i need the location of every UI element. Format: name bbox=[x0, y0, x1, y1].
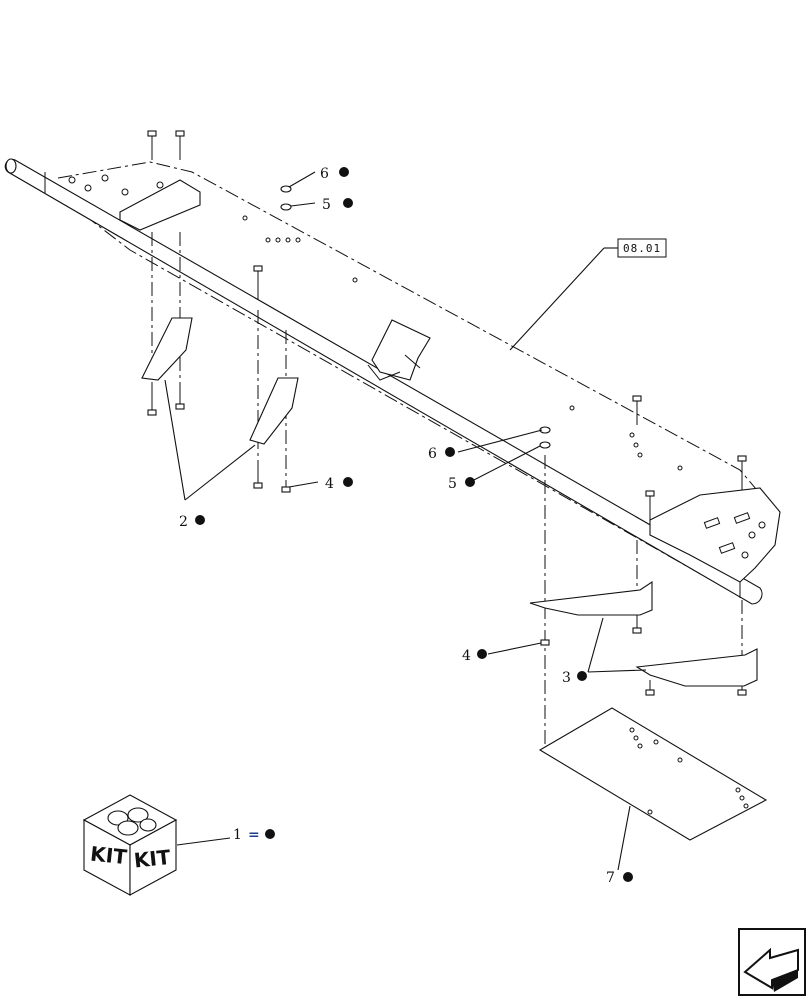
callout-dot bbox=[623, 872, 633, 882]
callout-6-top: 6 bbox=[320, 166, 349, 182]
bolt bbox=[147, 390, 157, 416]
bolt bbox=[175, 130, 185, 160]
bolt bbox=[632, 620, 642, 634]
callout-dot bbox=[265, 829, 275, 839]
callout-7-label: 7 bbox=[606, 870, 615, 886]
callout-2: 2 bbox=[179, 514, 205, 530]
bolt bbox=[632, 395, 642, 425]
callout-dot bbox=[577, 671, 587, 681]
bracket-part-2a bbox=[141, 317, 193, 381]
reference-box: 08.01 bbox=[509, 238, 667, 351]
bracket-part-3a bbox=[529, 580, 653, 616]
equals-sign: = bbox=[248, 827, 260, 843]
bolt bbox=[737, 455, 747, 490]
left-end-bracket bbox=[119, 179, 201, 231]
callout-3: 3 bbox=[562, 670, 587, 686]
fitting-icon bbox=[117, 820, 139, 836]
callout-dot bbox=[339, 167, 349, 177]
callouts: 6 5 4 2 6 5 4 3 bbox=[179, 166, 633, 886]
reference-label: 08.01 bbox=[623, 242, 661, 255]
kit-label-left: KIT bbox=[89, 842, 128, 870]
previous-page-arrow-icon[interactable] bbox=[738, 928, 806, 996]
callout-1: 1 = bbox=[233, 827, 275, 843]
svg-text:4: 4 bbox=[462, 648, 471, 664]
callout-6-right: 6 bbox=[428, 446, 455, 462]
bolt bbox=[147, 130, 157, 160]
bolt bbox=[175, 395, 185, 410]
callout-4-mid: 4 bbox=[325, 476, 353, 492]
callout-dot bbox=[477, 649, 487, 659]
svg-text:4: 4 bbox=[325, 476, 334, 492]
bolts-bottom bbox=[147, 390, 747, 696]
svg-text:3: 3 bbox=[562, 670, 571, 686]
bolt bbox=[645, 680, 655, 696]
bracket-part-2b bbox=[249, 377, 299, 445]
callout-dot bbox=[195, 515, 205, 525]
center-clamp bbox=[367, 319, 431, 381]
svg-text:5: 5 bbox=[322, 197, 331, 213]
tube bbox=[4, 158, 763, 605]
right-end-plate bbox=[649, 487, 781, 583]
svg-text:2: 2 bbox=[179, 514, 188, 530]
callout-4-lower: 4 bbox=[462, 648, 487, 664]
bolt bbox=[253, 465, 263, 489]
kit-box: KIT KIT bbox=[82, 794, 178, 896]
callout-dot bbox=[343, 477, 353, 487]
fitting-icon bbox=[127, 807, 149, 823]
bolt bbox=[281, 480, 291, 493]
fitting-icon bbox=[139, 818, 157, 832]
bolts-top bbox=[147, 130, 747, 520]
callout-dot bbox=[465, 477, 475, 487]
svg-text:6: 6 bbox=[320, 166, 329, 182]
bolt bbox=[645, 490, 655, 520]
kit-label-right: KIT bbox=[133, 845, 172, 873]
nut bbox=[280, 185, 292, 193]
bolt bbox=[540, 630, 550, 646]
washer bbox=[539, 441, 551, 449]
callout-7: 7 7 bbox=[606, 870, 633, 886]
svg-text:5: 5 bbox=[448, 476, 457, 492]
callout-dot bbox=[445, 447, 455, 457]
washer bbox=[280, 203, 292, 211]
svg-text:1: 1 bbox=[233, 827, 242, 843]
leader-lines bbox=[164, 171, 647, 871]
plate-part-7 bbox=[538, 707, 768, 841]
bolt bbox=[253, 265, 263, 300]
callout-dot bbox=[343, 198, 353, 208]
callout-5-right: 5 bbox=[448, 476, 475, 492]
bracket-part-3b bbox=[635, 648, 758, 687]
svg-text:6: 6 bbox=[428, 446, 437, 462]
callout-5-top: 5 bbox=[322, 197, 353, 213]
